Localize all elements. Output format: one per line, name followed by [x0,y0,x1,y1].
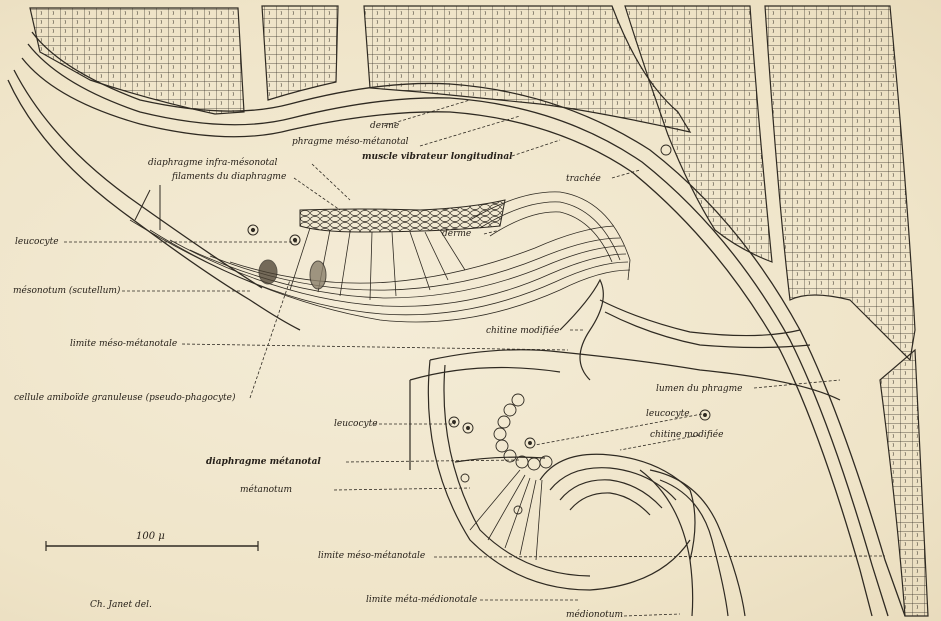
label-mediontum: médionotum [566,610,623,620]
label-trachee: trachée [566,174,601,184]
label-derme-top: derme [370,121,399,131]
label-leucocyte-left: leucocyte [15,237,59,247]
scale-bar [46,541,258,551]
label-leucocyte-right: leucocyte [646,409,690,419]
label-diaphragme-metanotal: diaphragme métanotal [206,457,321,467]
label-cellule-amiboide: cellule amiboïde granuleuse (pseudo-phag… [14,393,236,403]
label-chitine-modifiee-2: chitine modifiée [650,430,723,440]
label-muscle-vibrateur: muscle vibrateur longitudinal [362,152,513,162]
label-chitine-modifiee-1: chitine modifiée [486,326,559,336]
label-filaments-diaphragme: filaments du diaphragme [172,172,286,182]
scale-bar-label: 100 μ [136,532,165,542]
label-phragme-meso-metanotal: phragme méso-métanotal [292,137,409,147]
label-mesonotum: mésonotum (scutellum) [13,286,120,296]
label-metanotum: métanotum [240,485,292,495]
credit-text: Ch. Janet del. [90,600,152,610]
phragme-structures [410,280,840,616]
cuticle-bands [8,32,905,616]
label-limite-meso-metanotale-2: limite méso-métanotale [318,551,425,561]
diaphragm-region [135,185,505,300]
label-limite-meso-metanotale: limite méso-métanotale [70,339,177,349]
label-leucocyte-mid: leucocyte [334,419,378,429]
label-derme-mid: derme [442,229,471,239]
label-diaphragme-infra-mesonotal: diaphragme infra-mésonotal [148,158,277,168]
label-lumen-phragme: lumen du phragme [656,384,742,394]
label-limite-meta-mediontale: limite méta-médionotale [366,595,477,605]
muscle-blocks [30,6,928,616]
